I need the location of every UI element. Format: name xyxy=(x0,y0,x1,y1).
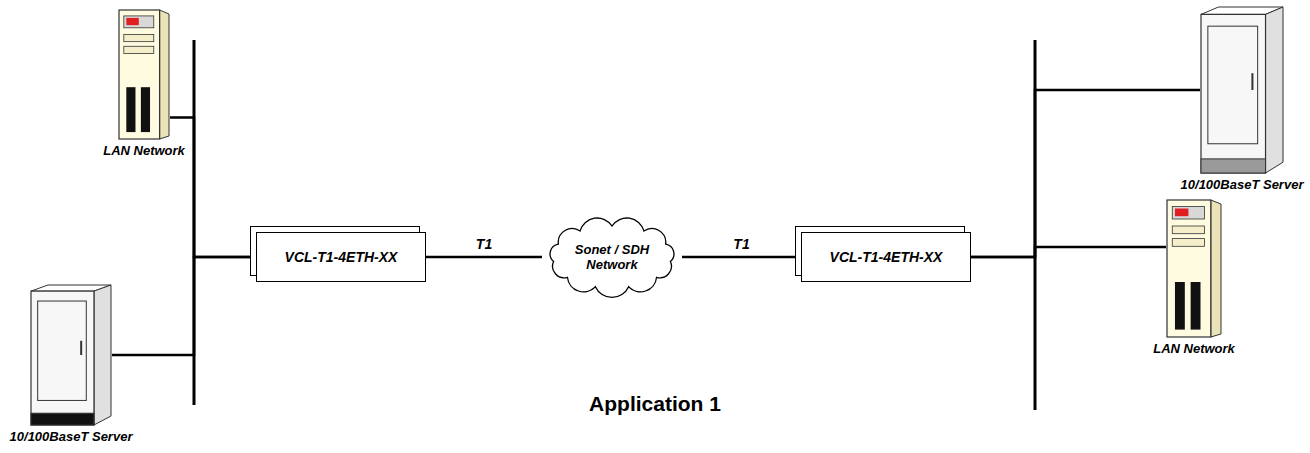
pc-icon xyxy=(1166,198,1222,338)
server-icon xyxy=(30,284,112,426)
drive-bay xyxy=(1172,226,1204,234)
cloud-text-area: Sonet / SDH Network xyxy=(542,215,682,299)
front-panel xyxy=(1172,206,1204,219)
case-side xyxy=(1211,200,1221,337)
door-handle xyxy=(80,341,82,355)
lan-workstation: LAN Network xyxy=(1166,198,1222,338)
cabinet-base xyxy=(1201,159,1266,173)
server-cabinet: 10/100BaseT Server xyxy=(1200,6,1284,174)
device-box: VCL-T1-4ETH-XX xyxy=(801,232,971,282)
device-name: VCL-T1-4ETH-XX xyxy=(830,249,943,265)
connector-line xyxy=(971,247,1166,257)
door-handle xyxy=(1251,73,1253,90)
converter-device: VCL-T1-4ETH-XX xyxy=(250,226,426,282)
cabinet-front xyxy=(31,291,94,425)
device-box: VCL-T1-4ETH-XX xyxy=(256,232,426,282)
server-icon xyxy=(1200,6,1284,174)
converter-device: VCL-T1-4ETH-XX xyxy=(795,226,971,282)
device-label: LAN Network xyxy=(103,143,185,158)
case-front xyxy=(1167,200,1211,337)
connector-line xyxy=(971,90,1200,257)
lan-workstation: LAN Network xyxy=(118,8,170,140)
connector-line xyxy=(682,256,801,259)
cabinet-side xyxy=(94,285,111,425)
connector-line xyxy=(170,118,256,257)
device-name: VCL-T1-4ETH-XX xyxy=(285,249,398,265)
vent-bar xyxy=(1175,282,1185,330)
drive-bay xyxy=(124,34,154,41)
device-label: 10/100BaseT Server xyxy=(1181,177,1304,192)
drive-bay xyxy=(124,46,154,53)
cabinet-front xyxy=(1201,14,1266,173)
device-label: LAN Network xyxy=(1153,341,1235,356)
drive-bay xyxy=(1172,239,1204,247)
cabinet-door xyxy=(1208,26,1258,144)
pc-icon xyxy=(118,8,170,140)
network-label: Sonet / SDH Network xyxy=(567,242,657,272)
status-display xyxy=(126,18,138,25)
vent-bar xyxy=(1191,282,1201,330)
cabinet-base xyxy=(31,413,94,425)
link-label: T1 xyxy=(731,236,751,252)
connector-line xyxy=(426,256,542,259)
case-side xyxy=(160,10,169,139)
link-label: T1 xyxy=(474,236,494,252)
figure-caption: Application 1 xyxy=(589,392,721,416)
cabinet-side xyxy=(1266,7,1283,173)
connector-line xyxy=(112,257,256,355)
device-label: 10/100BaseT Server xyxy=(10,429,133,444)
server-cabinet: 10/100BaseT Server xyxy=(30,284,112,426)
front-panel xyxy=(124,16,154,28)
case-front xyxy=(119,10,160,139)
cabinet-door xyxy=(38,301,87,400)
vent-bar xyxy=(126,87,135,132)
status-display xyxy=(1175,209,1188,217)
vent-bar xyxy=(141,87,150,132)
network-cloud: Sonet / SDH Network xyxy=(542,215,682,299)
cloud-shape xyxy=(550,218,674,297)
